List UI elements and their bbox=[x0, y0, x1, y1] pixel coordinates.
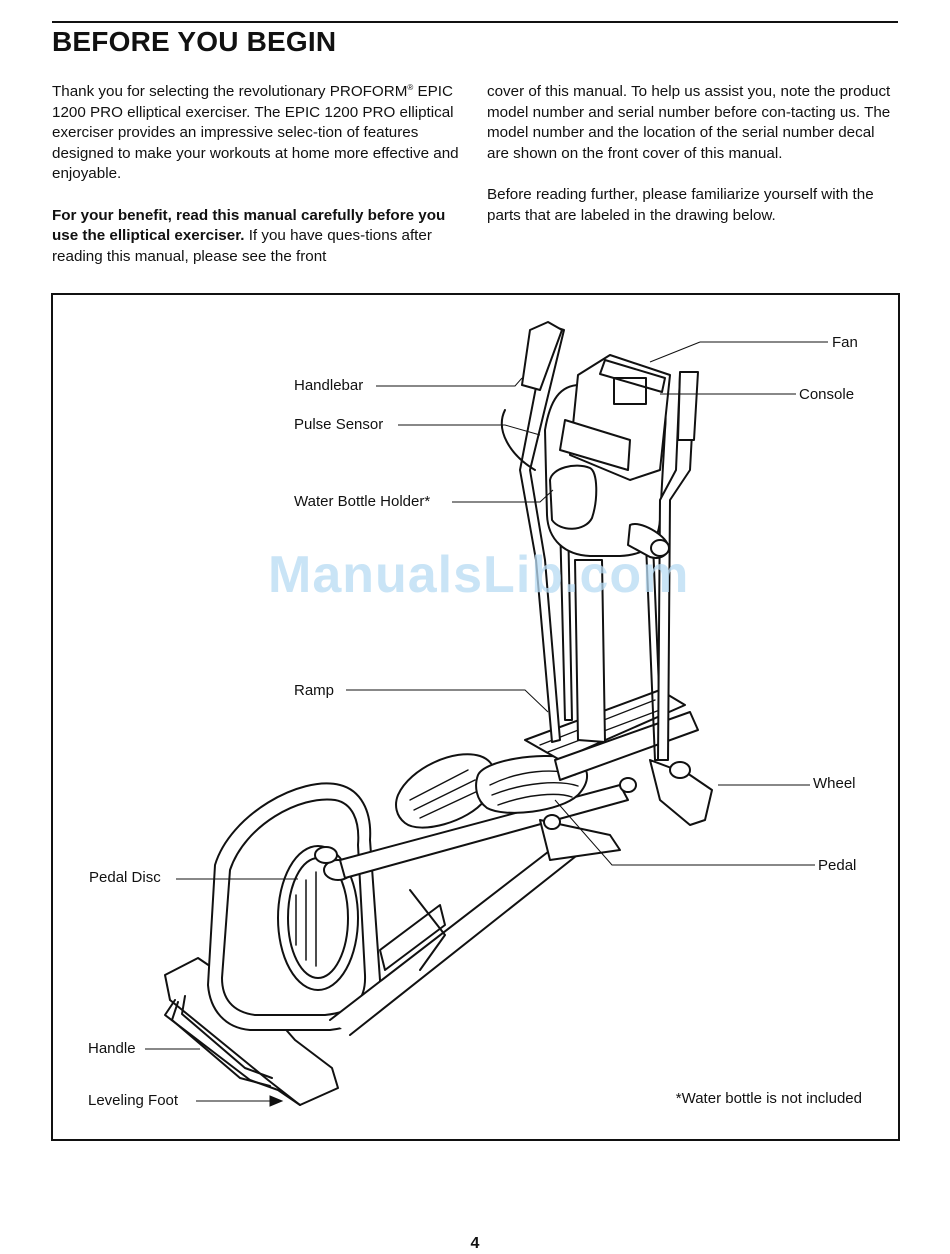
label-leveling-foot: Leveling Foot bbox=[88, 1092, 179, 1109]
label-console: Console bbox=[799, 386, 855, 403]
label-fan: Fan bbox=[832, 334, 858, 351]
page-title: BEFORE YOU BEGIN bbox=[52, 26, 337, 57]
label-pedal: Pedal bbox=[818, 857, 857, 874]
registered-mark: ® bbox=[407, 82, 414, 92]
manualslib-watermark: ManualsLib.com bbox=[268, 546, 690, 604]
intro-right-column: cover of this manual. To help us assist … bbox=[487, 82, 897, 247]
parts-diagram-frame bbox=[51, 293, 900, 1141]
intro-paragraph-2: For your benefit, read this manual caref… bbox=[52, 206, 446, 265]
label-water-bottle-holder: Water Bottle Holder* bbox=[294, 493, 431, 510]
label-handlebar: Handlebar bbox=[294, 377, 364, 394]
label-wheel: Wheel bbox=[813, 775, 856, 792]
top-rule bbox=[52, 21, 898, 23]
label-pedal-disc: Pedal Disc bbox=[89, 869, 161, 886]
emphasis-text: For your benefit, read this manual caref… bbox=[52, 206, 446, 245]
intro-left-column: Thank you for selecting the revolutionar… bbox=[52, 82, 462, 288]
water-bottle-note: *Water bottle is not included bbox=[675, 1090, 862, 1107]
label-ramp: Ramp bbox=[294, 682, 335, 699]
intro-paragraph-4: Before reading further, please familiari… bbox=[487, 185, 874, 224]
intro-paragraph-3: cover of this manual. To help us assist … bbox=[487, 83, 891, 162]
page-number: 4 bbox=[470, 1235, 480, 1252]
label-handle: Handle bbox=[88, 1040, 136, 1057]
intro-paragraph-1: Thank you for selecting the revolutionar… bbox=[52, 82, 459, 183]
label-pulse-sensor: Pulse Sensor bbox=[294, 416, 384, 433]
